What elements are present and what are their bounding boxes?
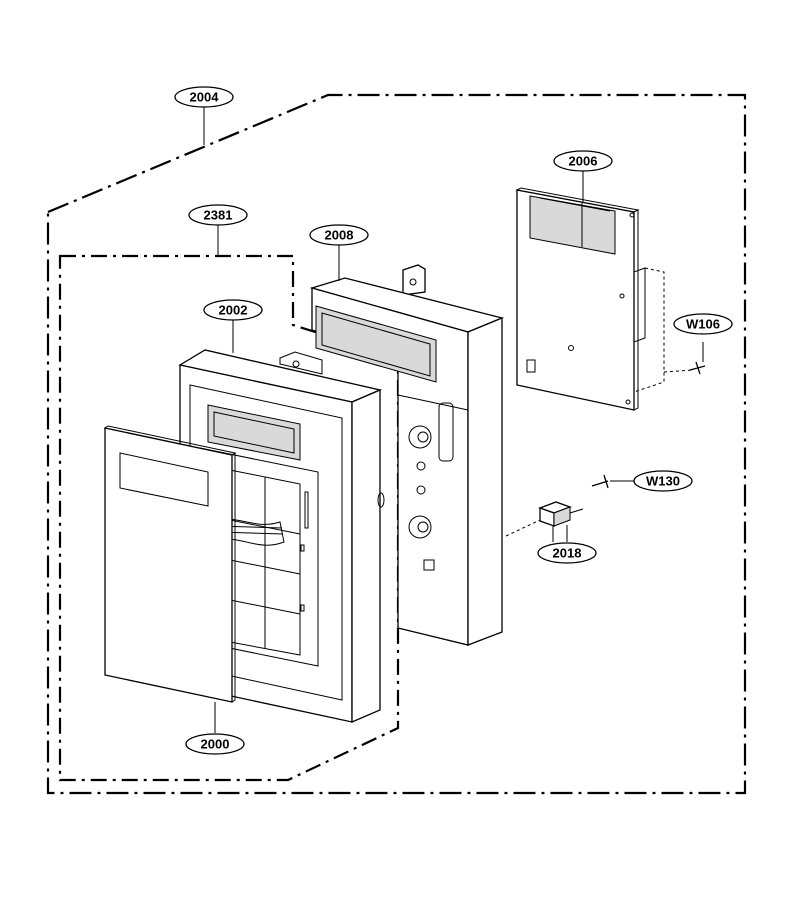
callout-2018: 2018 [537, 542, 597, 564]
callout-2002: 2002 [203, 299, 263, 321]
callout-label: W106 [686, 317, 720, 332]
callout-label: 2381 [204, 208, 233, 223]
callout-label: 2008 [325, 228, 354, 243]
callout-2006: 2006 [553, 150, 613, 172]
callout-2004: 2004 [174, 86, 234, 108]
front-film-2000 [103, 425, 237, 703]
callout-2008: 2008 [309, 224, 369, 246]
assembly-boundary-2004 [46, 93, 747, 795]
screw-w130 [591, 474, 634, 489]
callout-2000: 2000 [185, 733, 245, 755]
callout-label: 2000 [201, 737, 230, 752]
callout-label: W130 [646, 474, 680, 489]
connector-2018 [505, 501, 584, 542]
callout-label: 2002 [219, 303, 248, 318]
control-frame-2008 [309, 264, 505, 646]
callout-label: 2004 [190, 90, 220, 105]
callout-label: 2018 [553, 546, 582, 561]
pcb-board-2006 [515, 187, 694, 411]
callout-label: 2006 [569, 154, 598, 169]
leader-lines [203, 106, 584, 733]
screw-w106 [689, 342, 706, 375]
callout-w130: W130 [633, 470, 693, 492]
callout-w106: W106 [673, 313, 733, 335]
callout-2381: 2381 [188, 204, 248, 226]
